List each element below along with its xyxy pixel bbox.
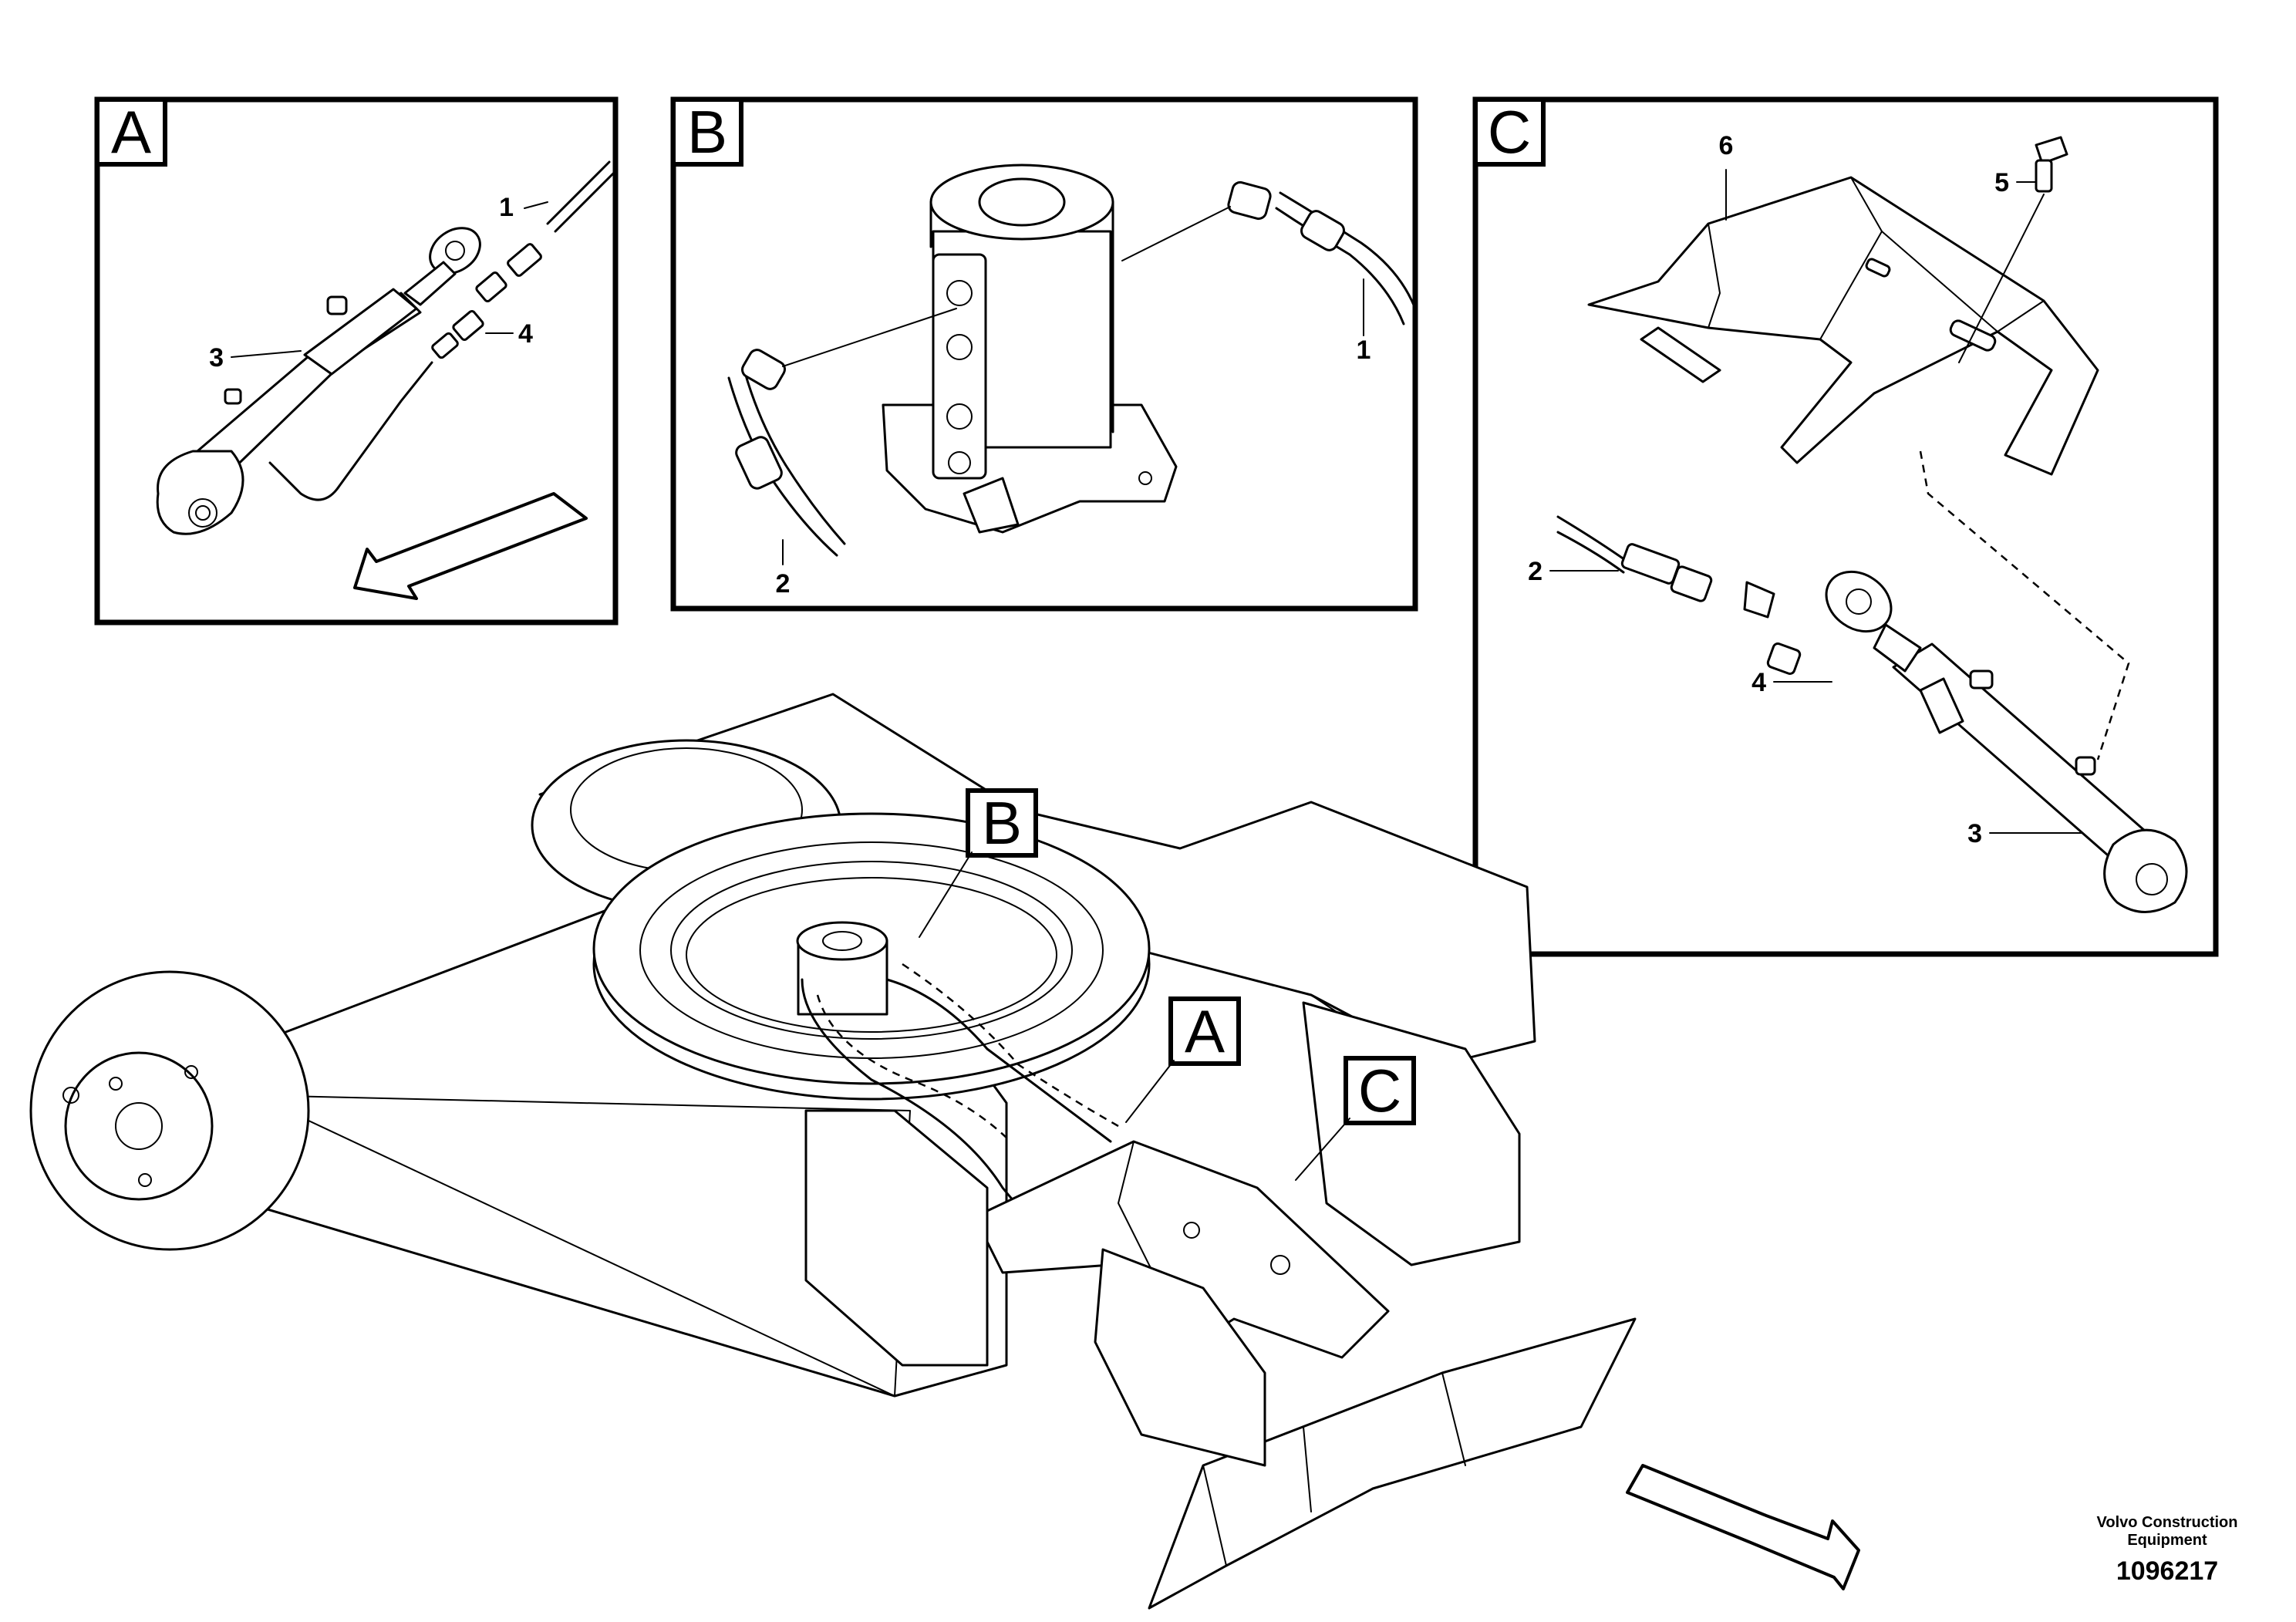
callout-b-2: 2 bbox=[776, 569, 791, 599]
cylinder-drawing-a bbox=[156, 227, 481, 535]
callout-c-3: 3 bbox=[1967, 819, 1982, 848]
hose-2-b bbox=[727, 349, 846, 557]
main-tag-a-label: A bbox=[1185, 997, 1225, 1065]
footer-company-line1: Volvo Construction bbox=[2097, 1514, 2238, 1531]
callout-b-1: 1 bbox=[1357, 336, 1371, 365]
callout-c-2: 2 bbox=[1528, 557, 1542, 586]
panel-b-tag-box bbox=[671, 97, 743, 167]
cylinder-3-c bbox=[1825, 570, 2188, 913]
alignment-dashed-line bbox=[1919, 450, 2130, 760]
detail-panel-b: B bbox=[670, 96, 1418, 612]
hose-1-b bbox=[1227, 180, 1417, 325]
main-tag-c-label: C bbox=[1358, 1057, 1401, 1125]
swivel-joint-b bbox=[882, 164, 1178, 534]
detail-panel-c: C 5 6 bbox=[1472, 96, 2219, 957]
panel-c-tag: C bbox=[1488, 98, 1531, 166]
panel-a-tag: A bbox=[111, 98, 151, 166]
detail-panel-a: A 1 3 4 bbox=[94, 96, 619, 626]
panel-a-tag-box bbox=[95, 97, 167, 167]
main-tag-b: B bbox=[919, 788, 1038, 938]
callout-c-6: 6 bbox=[1719, 131, 1734, 160]
panel-c-tag-box bbox=[1473, 97, 1546, 167]
direction-arrow-main bbox=[1626, 1464, 1860, 1590]
swivel-joint-main bbox=[796, 921, 888, 1016]
main-tag-c: C bbox=[1295, 1056, 1416, 1181]
main-tag-a: A bbox=[1125, 996, 1241, 1123]
left-sprocket bbox=[29, 970, 310, 1251]
hose-fittings-a bbox=[431, 160, 619, 359]
figure-number: 1096217 bbox=[2116, 1556, 2218, 1586]
callout-c-5: 5 bbox=[1994, 168, 2009, 197]
dozer-blade bbox=[1094, 1248, 1637, 1610]
panel-a-frame bbox=[94, 96, 619, 626]
main-tag-b-label: B bbox=[982, 789, 1022, 857]
direction-arrow-a bbox=[353, 492, 588, 600]
callout-c-4: 4 bbox=[1752, 668, 1766, 697]
guard-plate-c bbox=[1587, 176, 2099, 476]
panel-b-frame bbox=[670, 96, 1418, 612]
callout-a-4: 4 bbox=[518, 319, 533, 349]
callout-a-1: 1 bbox=[499, 193, 514, 222]
footer-company-line2: Equipment bbox=[2127, 1532, 2207, 1549]
panel-c-frame bbox=[1472, 96, 2219, 957]
bolt-5-c bbox=[2035, 136, 2068, 193]
panel-b-tag: B bbox=[687, 98, 727, 166]
main-undercarriage-view bbox=[29, 693, 1637, 1610]
hose-2-c bbox=[1556, 515, 1802, 676]
callout-a-3: 3 bbox=[209, 343, 224, 373]
